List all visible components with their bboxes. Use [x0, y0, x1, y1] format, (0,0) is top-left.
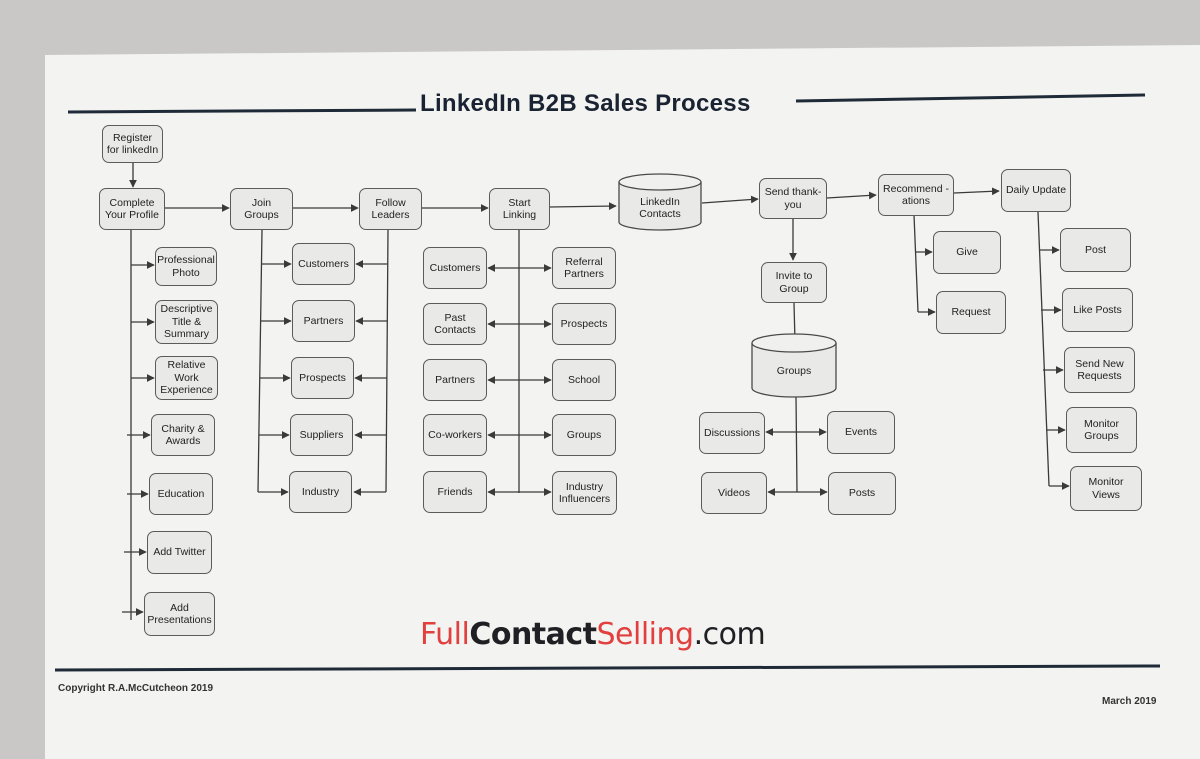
linkedin-contacts-label: LinkedIn Contacts [639, 195, 681, 221]
node-professional-photo: Professional Photo [155, 247, 217, 286]
logo-full: Full [420, 617, 470, 652]
logo-selling: Selling [596, 617, 695, 652]
node-monitor-views: Monitor Views [1070, 466, 1142, 511]
footer-date: March 2019 [1102, 696, 1157, 707]
node-posts: Posts [828, 472, 896, 515]
node-start-linking: Start Linking [489, 188, 550, 230]
logo-contact: Contact [469, 617, 597, 652]
node-descriptive-title: Descriptive Title & Summary [155, 300, 218, 344]
node-follow-leaders: Follow Leaders [359, 188, 422, 230]
node-sl-friends: Friends [423, 471, 487, 513]
node-groups-db: Groups [752, 334, 836, 397]
node-post: Post [1060, 228, 1131, 272]
node-jg-prospects: Prospects [291, 357, 354, 399]
node-discussions: Discussions [699, 412, 765, 454]
node-sl-coworkers: Co-workers [423, 414, 487, 456]
node-sl-school: School [552, 359, 616, 401]
node-recommendations: Recommend -ations [878, 174, 954, 216]
node-give: Give [933, 231, 1001, 274]
node-videos: Videos [701, 472, 767, 514]
company-logo: FullContactSelling.com [420, 617, 766, 652]
node-add-twitter: Add Twitter [147, 531, 212, 574]
node-relative-work: Relative Work Experience [155, 356, 218, 400]
groups-db-label: Groups [776, 365, 812, 378]
node-jg-customers: Customers [292, 243, 355, 285]
node-jg-partners: Partners [292, 300, 355, 342]
node-daily-update: Daily Update [1001, 169, 1071, 212]
node-sl-influencers: Industry Influencers [552, 471, 617, 515]
node-register: Register for linkedIn [102, 125, 163, 163]
node-jg-industry: Industry [289, 471, 352, 513]
node-sl-customers: Customers [423, 247, 487, 289]
node-request: Request [936, 291, 1006, 334]
node-add-presentations: Add Presentations [144, 592, 215, 636]
node-join-groups: Join Groups [230, 188, 293, 230]
node-linkedin-contacts: LinkedIn Contacts [619, 174, 701, 230]
node-sl-prospects: Prospects [552, 303, 616, 345]
node-sl-past-contacts: Past Contacts [423, 303, 487, 345]
node-send-thanks: Send thank-you [759, 178, 827, 219]
node-charity-awards: Charity & Awards [151, 414, 215, 456]
node-sl-groups: Groups [552, 414, 616, 456]
node-complete-profile: Complete Your Profile [99, 188, 165, 230]
footer-copyright: Copyright R.A.McCutcheon 2019 [58, 683, 214, 694]
diagram-title: LinkedIn B2B Sales Process [420, 90, 751, 117]
node-jg-suppliers: Suppliers [290, 414, 353, 456]
node-send-requests: Send New Requests [1064, 347, 1135, 393]
node-sl-referral: Referral Partners [552, 247, 616, 289]
node-sl-partners: Partners [423, 359, 487, 401]
node-education: Education [149, 473, 213, 515]
logo-com: .com [693, 617, 766, 652]
node-invite-group: Invite to Group [761, 262, 827, 303]
node-like-posts: Like Posts [1062, 288, 1133, 332]
node-monitor-groups: Monitor Groups [1066, 407, 1137, 453]
node-events: Events [827, 411, 895, 454]
